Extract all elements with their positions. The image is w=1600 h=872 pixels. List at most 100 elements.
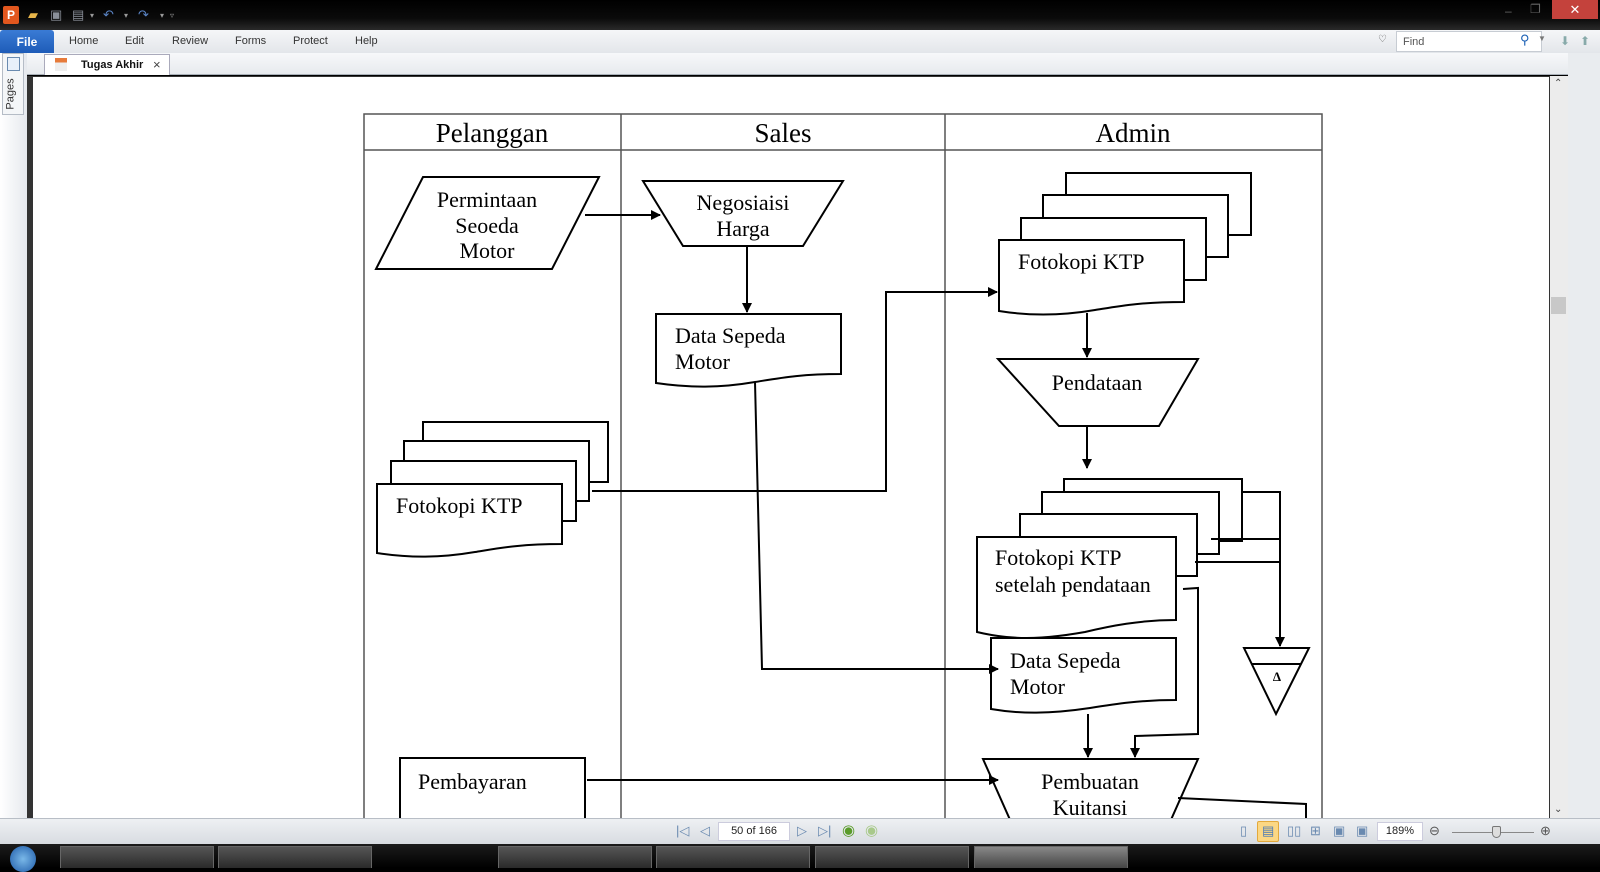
tab-review[interactable]: Review xyxy=(172,35,209,47)
arrow-fotokopi-to-admin xyxy=(592,287,998,492)
tab-protect[interactable]: Protect xyxy=(293,35,328,47)
previous-page-icon[interactable]: ◁ xyxy=(700,823,710,838)
label-fotokopi-setelah-2: setelah pendataan xyxy=(995,572,1151,597)
zoom-level-input[interactable]: 189% xyxy=(1377,822,1423,841)
facing-view-icon[interactable]: ▯▯ xyxy=(1287,823,1302,838)
next-view-icon[interactable]: ◉ xyxy=(865,822,879,839)
minimize-button[interactable]: – xyxy=(1505,4,1512,18)
taskbar-item[interactable] xyxy=(60,846,214,868)
label-data-sepeda-sales-1: Data Sepeda xyxy=(675,323,786,348)
document-fotokopi-ktp-setelah-pendataan xyxy=(976,536,1177,639)
undo-dropdown-icon[interactable]: ▾ xyxy=(124,10,129,20)
connectors xyxy=(585,210,1307,818)
label-fotokopi-admin: Fotokopi KTP xyxy=(1018,249,1145,274)
manual-operation-negosiasi xyxy=(641,180,845,247)
status-bar: |◁ ◁ 50 of 166 ▷ ▷| ◉ ◉ ▯ ▤ ▯▯ ⊞ ▣ ▣ 189… xyxy=(0,818,1600,844)
next-page-icon[interactable]: ▷ xyxy=(797,823,807,838)
manual-operation-pendataan xyxy=(995,358,1200,427)
document-data-sepeda-sales xyxy=(655,313,842,388)
swimlane-frame xyxy=(363,113,1323,818)
pages-label: Pages xyxy=(4,78,17,110)
file-tab[interactable]: File xyxy=(0,30,54,53)
fit-page-icon[interactable]: ▣ xyxy=(1356,823,1369,838)
tab-edit[interactable]: Edit xyxy=(125,35,144,47)
label-data-sepeda-admin-2: Motor xyxy=(1010,674,1066,699)
undo-icon[interactable]: ↶ xyxy=(103,7,114,22)
redo-dropdown-icon[interactable]: ▾ xyxy=(160,10,165,20)
label-permintaan-1: Permintaan xyxy=(437,187,537,212)
lane-header-sales: Sales xyxy=(755,118,812,148)
tab-home[interactable]: Home xyxy=(69,35,99,47)
label-permintaan-2: Seoeda xyxy=(455,213,519,238)
document-data-sepeda-admin xyxy=(990,637,1177,714)
open-folder-icon[interactable]: ▰ xyxy=(28,7,38,22)
taskbar-item[interactable] xyxy=(218,846,372,868)
close-window-button[interactable]: ✕ xyxy=(1552,0,1598,19)
label-fotokopi-setelah-1: Fotokopi KTP xyxy=(995,545,1122,570)
continuous-facing-icon[interactable]: ⊞ xyxy=(1310,823,1321,838)
document-tab-bar: Tugas Akhir × ▼ xyxy=(0,53,1600,75)
flowchart-diagram: Pelanggan Sales Admin xyxy=(363,113,1323,818)
find-next-icon[interactable]: ⬇ xyxy=(1560,34,1571,48)
pdf-file-icon xyxy=(55,58,67,71)
taskbar-item-active[interactable] xyxy=(974,846,1128,868)
lane-header-admin: Admin xyxy=(1095,118,1171,148)
label-negosiasi-2: Harga xyxy=(716,216,770,241)
tab-help[interactable]: Help xyxy=(355,35,378,47)
connector-kuitansi-out xyxy=(1177,797,1307,818)
continuous-view-icon: ▤ xyxy=(1262,823,1275,838)
single-page-view-icon[interactable]: ▯ xyxy=(1240,823,1248,838)
app-icon[interactable]: P xyxy=(3,6,19,24)
previous-view-icon[interactable]: ◉ xyxy=(842,822,856,839)
scrollbar-thumb[interactable] xyxy=(1551,297,1566,314)
close-tab-icon[interactable]: × xyxy=(153,57,161,72)
zoom-out-icon[interactable]: ⊖ xyxy=(1429,823,1440,838)
label-data-sepeda-sales-2: Motor xyxy=(675,349,731,374)
label-kuitansi-1: Pembuatan xyxy=(1041,769,1139,794)
save-icon[interactable]: ▣ xyxy=(50,7,63,22)
maximize-button[interactable]: ❐ xyxy=(1530,2,1541,16)
scroll-up-icon[interactable]: ⌃ xyxy=(1554,78,1563,89)
label-data-sepeda-admin-1: Data Sepeda xyxy=(1010,648,1121,673)
right-gutter xyxy=(1568,53,1600,818)
vertical-scrollbar[interactable]: ⌃ ⌄ xyxy=(1550,76,1568,818)
taskbar-item[interactable] xyxy=(656,846,810,868)
label-pembayaran: Pembayaran xyxy=(418,769,527,794)
print-dropdown-icon[interactable]: ▾ xyxy=(90,10,95,20)
arrow-fotokopi-setelah-to-kuitansi xyxy=(1130,586,1199,758)
os-taskbar xyxy=(0,844,1600,872)
redo-icon[interactable]: ↷ xyxy=(138,7,149,22)
find-input[interactable]: Find xyxy=(1396,31,1542,52)
fit-width-icon[interactable]: ▣ xyxy=(1333,823,1346,838)
last-page-icon[interactable]: ▷| xyxy=(818,823,832,838)
ribbon-menu: File Home Edit Review Forms Protect Help… xyxy=(0,30,1600,53)
document-tab[interactable]: Tugas Akhir × xyxy=(44,54,170,75)
lane-header-pelanggan: Pelanggan xyxy=(436,118,549,148)
scroll-down-icon[interactable]: ⌄ xyxy=(1554,804,1563,815)
page-number-input[interactable]: 50 of 166 xyxy=(718,822,790,841)
document-tab-label: Tugas Akhir xyxy=(81,59,144,71)
document-fotokopi-ktp-pelanggan xyxy=(376,483,563,558)
label-kuitansi-2: Kuitansi xyxy=(1053,795,1128,818)
pages-panel-tab[interactable]: Pages xyxy=(2,53,24,115)
ribbon-collapse-icon[interactable]: ♡ xyxy=(1378,34,1387,45)
continuous-view-button[interactable] xyxy=(1257,821,1279,842)
find-options-dropdown-icon[interactable]: ▼ xyxy=(1538,34,1546,43)
taskbar-item[interactable] xyxy=(498,846,652,868)
zoom-slider-thumb[interactable] xyxy=(1492,826,1501,838)
tab-forms[interactable]: Forms xyxy=(235,35,267,47)
manual-operation-pembuatan-kuitansi xyxy=(981,758,1200,818)
arrow-data-sepeda-to-admin xyxy=(754,381,999,674)
input-shape-permintaan xyxy=(374,176,601,270)
label-fotokopi-pelanggan: Fotokopi KTP xyxy=(396,493,523,518)
start-button[interactable] xyxy=(10,846,36,872)
print-icon[interactable]: ▤ xyxy=(72,7,85,22)
zoom-in-icon[interactable]: ⊕ xyxy=(1540,823,1551,838)
pdf-page: Pelanggan Sales Admin xyxy=(33,77,1549,818)
customize-quick-access-icon[interactable]: ▿ xyxy=(170,10,175,20)
first-page-icon[interactable]: |◁ xyxy=(676,823,690,838)
taskbar-item[interactable] xyxy=(815,846,969,868)
document-fotokopi-ktp-admin xyxy=(998,239,1185,316)
search-icon[interactable]: ⚲ xyxy=(1520,32,1530,47)
find-previous-icon[interactable]: ⬆ xyxy=(1580,34,1591,48)
